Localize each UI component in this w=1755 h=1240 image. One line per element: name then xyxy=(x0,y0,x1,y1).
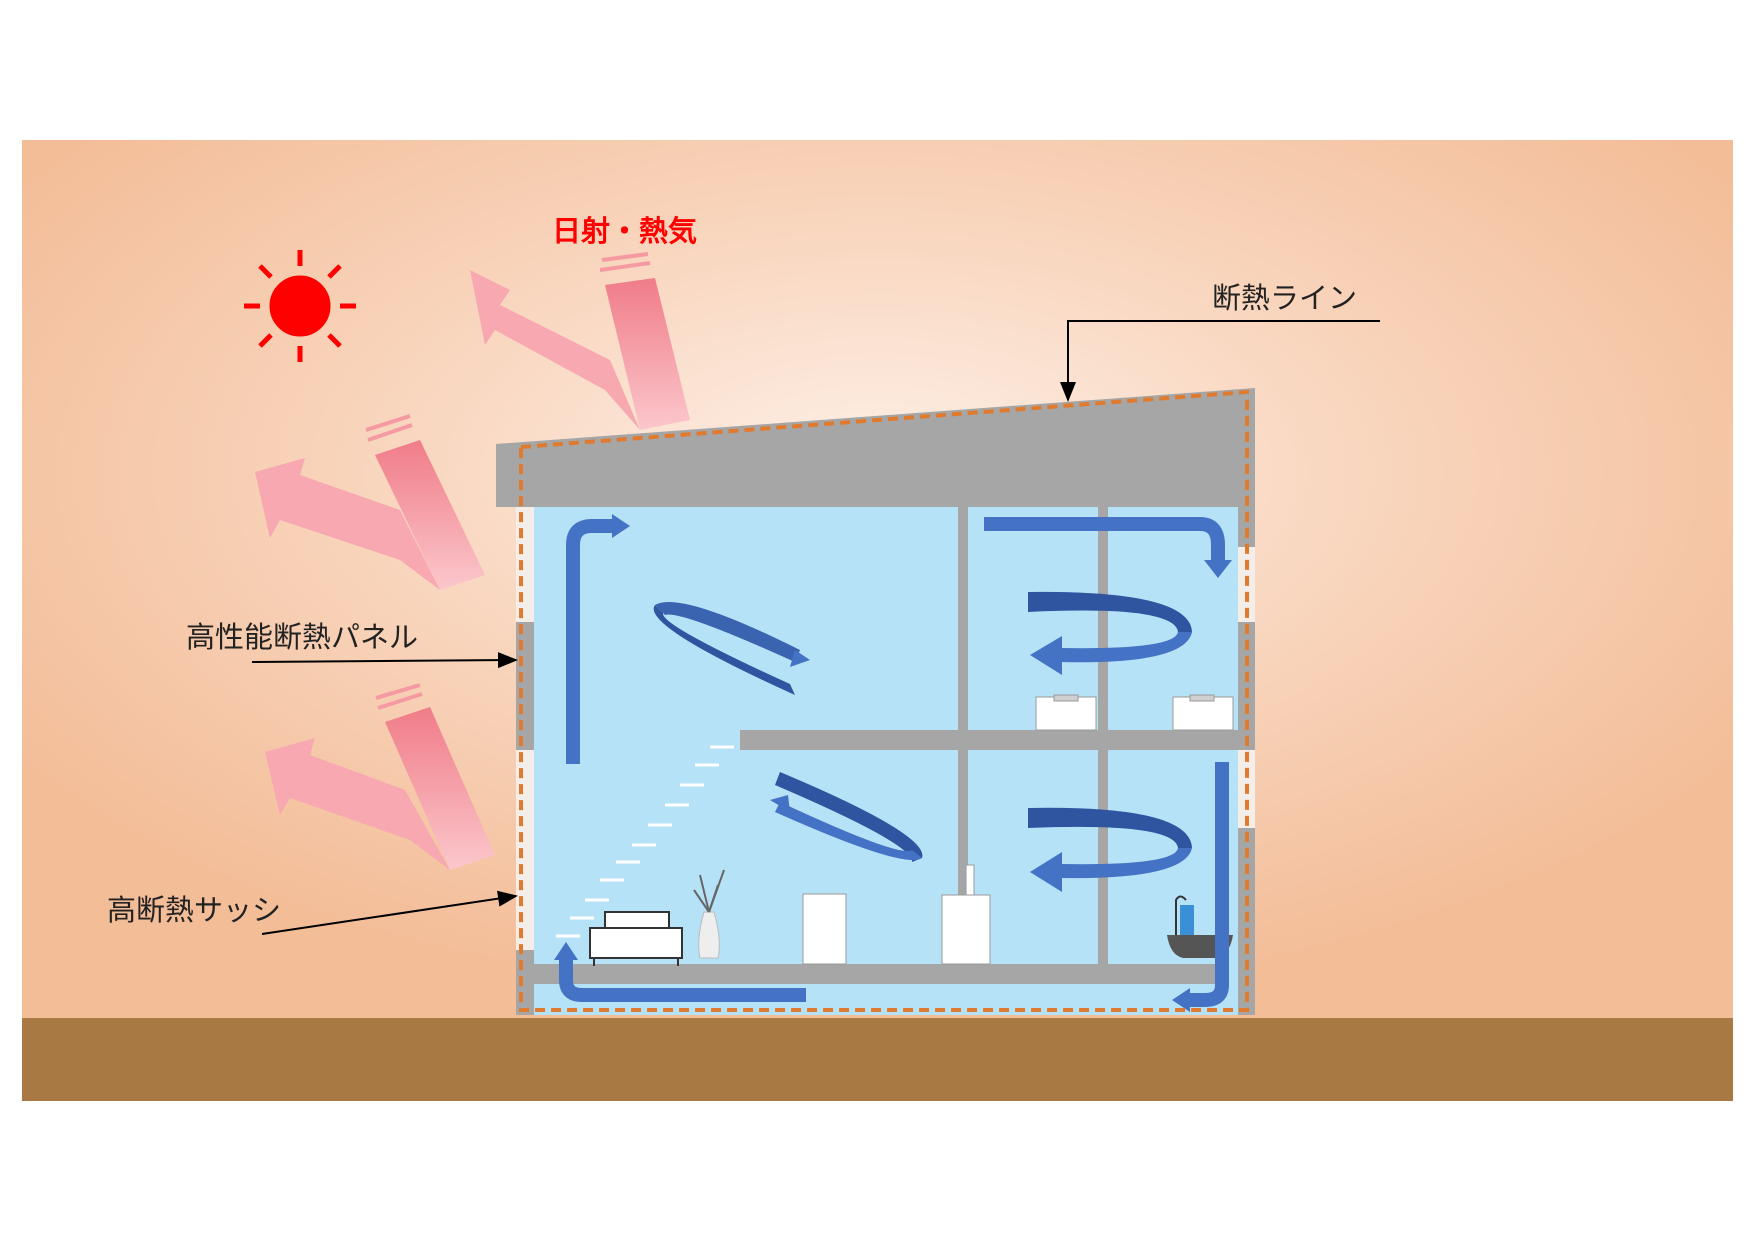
insulation-line-label: 断熱ライン xyxy=(1212,281,1357,315)
vase-icon xyxy=(693,869,725,959)
swirl-living-upper xyxy=(653,602,810,695)
cabinet xyxy=(802,893,847,965)
sunlight-heat-label: 日射・熱気 xyxy=(552,214,697,248)
insulated-sash-label: 高断熱サッシ xyxy=(107,893,281,927)
ground xyxy=(22,1018,1733,1101)
insulated-sash-callout xyxy=(261,890,518,935)
swirl-bedroom-upper xyxy=(1028,591,1192,675)
insulation-panel-callout xyxy=(251,652,518,669)
heat-reflection-arrow-top xyxy=(470,252,690,430)
heat-reflection-arrow-bottom xyxy=(265,683,495,870)
insulation-line xyxy=(519,389,1249,1012)
airflow-arrowheads xyxy=(554,514,1232,1012)
heat-reflection-arrow-middle xyxy=(255,414,485,590)
bed-icon xyxy=(1035,694,1097,731)
airflow-arrows xyxy=(559,517,1229,1007)
floors-and-partitions xyxy=(534,507,1255,984)
roof xyxy=(496,388,1255,507)
bed-icon xyxy=(1172,694,1234,731)
insulation-panel-label: 高性能断熱パネル xyxy=(186,620,418,654)
kitchen-unit xyxy=(941,864,991,965)
sun-icon xyxy=(244,250,356,362)
swirl-living-lower xyxy=(770,772,923,862)
sofa-icon xyxy=(589,911,683,966)
insulation-line-callout xyxy=(1060,320,1380,402)
swirl-bedroom-lower xyxy=(1028,807,1192,892)
stairs xyxy=(556,745,734,938)
